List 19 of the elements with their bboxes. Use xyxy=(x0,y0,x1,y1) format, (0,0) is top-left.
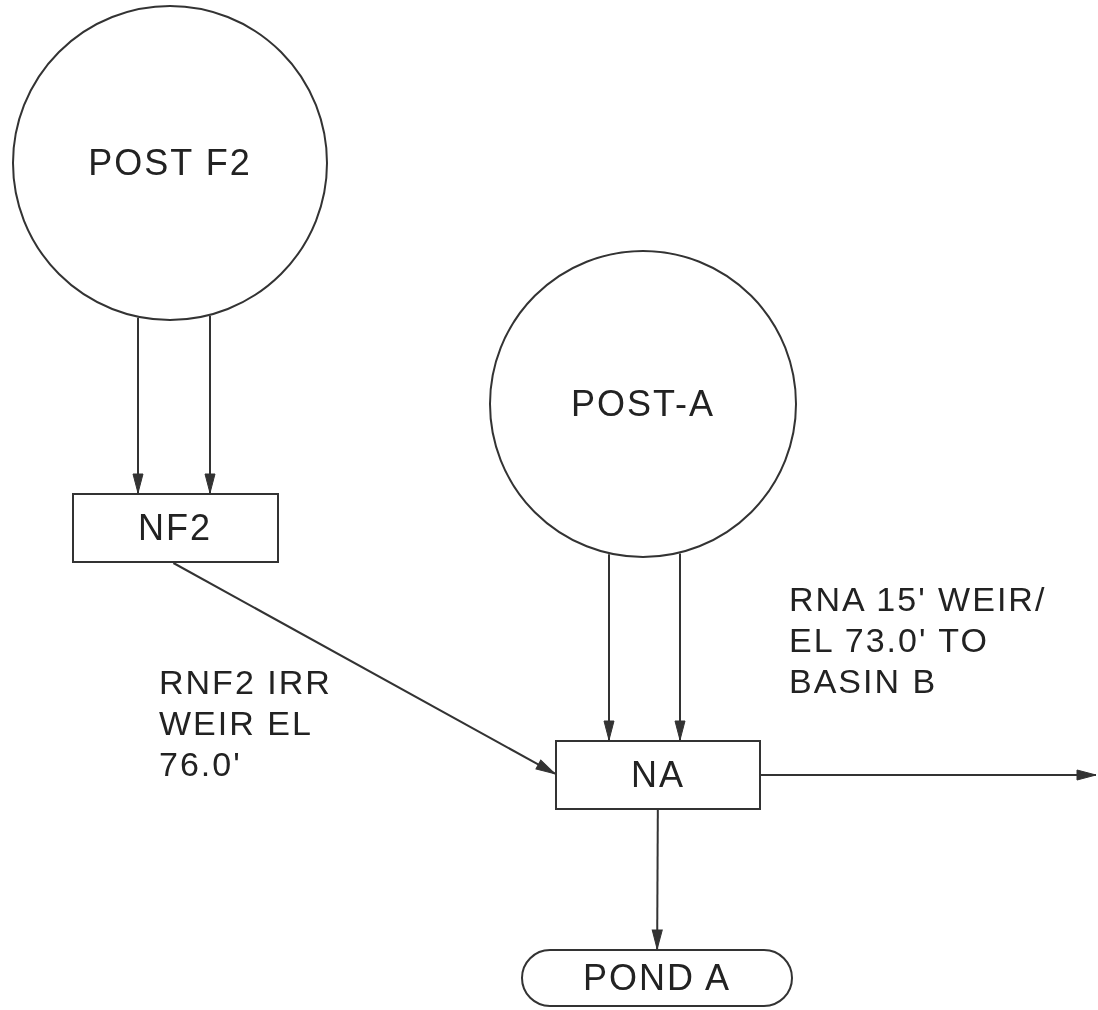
node-label: NA xyxy=(631,754,685,796)
node-label: POST F2 xyxy=(88,142,252,184)
arrow xyxy=(651,809,663,950)
terminal-box xyxy=(521,949,793,1007)
arrow xyxy=(603,553,615,741)
arrow xyxy=(760,769,1097,781)
arrow xyxy=(132,316,144,494)
node-label: NF2 xyxy=(138,507,212,549)
node-label: POND A xyxy=(582,957,731,999)
circle-node xyxy=(12,5,328,321)
process-box xyxy=(71,493,279,563)
arrow xyxy=(674,552,686,741)
process-box xyxy=(555,740,761,810)
edge-label: RNA 15' WEIR/ EL 73.0' TO BASIN B xyxy=(789,579,1048,702)
arrow xyxy=(204,314,216,494)
arrow xyxy=(172,562,556,775)
circle-node xyxy=(489,250,797,558)
node-label: POST-A xyxy=(571,383,715,425)
edge-label: RNF2 IRR WEIR EL 76.0' xyxy=(159,662,333,785)
